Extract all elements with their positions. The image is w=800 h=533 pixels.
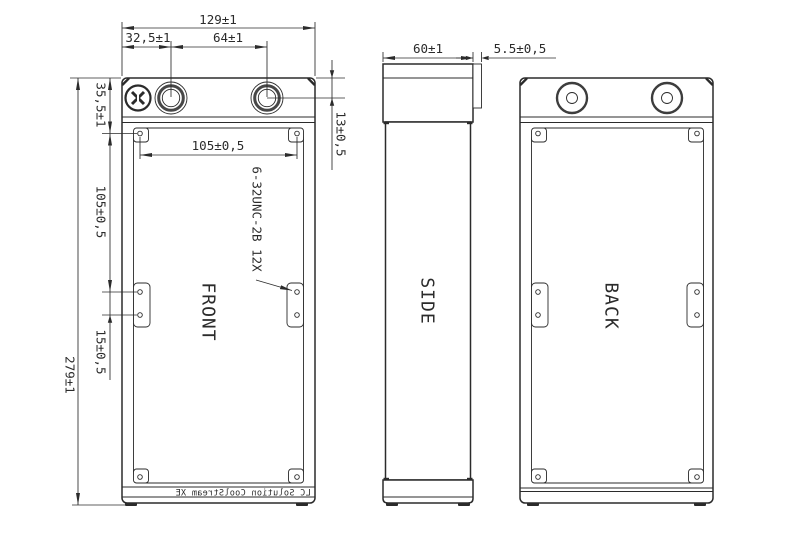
front-foot-right (296, 502, 308, 506)
side-core-body (384, 121, 472, 481)
front-view: LC Solution CoolStream XE FRONT (121, 77, 316, 506)
side-foot-left (386, 502, 398, 506)
back-notch-right (686, 282, 704, 328)
back-boss-right-hole (661, 92, 673, 104)
dim-port-spacing-text: 64±1 (213, 30, 243, 45)
back-foot-left (527, 502, 539, 506)
dim-top-to-port: 13±0,5 (329, 60, 349, 170)
dim-overall-width-text: 129±1 (199, 12, 237, 27)
dim-side-depth: 60±1 (383, 41, 473, 60)
ek-logo-circle (124, 84, 152, 112)
side-mounting-lip (472, 63, 482, 109)
dim-horizontal-screw-spacing-text: 105±0,5 (192, 138, 245, 153)
dim-middle-screw-pair-text: 15±0,5 (94, 329, 109, 374)
back-boss-right (650, 81, 684, 115)
side-bottom-tank (382, 479, 474, 504)
front-view-label: FRONT (198, 282, 219, 341)
side-top-tank (382, 63, 474, 123)
thread-callout: 6-32UNC-2B 12X (250, 166, 293, 291)
dim-port-spacing: 64±1 (171, 30, 267, 49)
dim-vertical-screw-spacing-text: 105±0,5 (94, 186, 109, 239)
back-boss-left-ring (555, 81, 589, 115)
front-outer-body (121, 77, 316, 504)
ek-logo-badge (124, 84, 152, 112)
dim-top-to-first-screw-text: 35,5±1 (94, 82, 109, 127)
back-view: BACK (519, 77, 714, 506)
dim-top-to-first-screw: 35,5±1 (94, 78, 112, 134)
front-top-right-chamfer (307, 77, 316, 86)
side-step-ticks (383, 121, 473, 481)
side-view-label: SIDE (417, 277, 438, 324)
side-foot-right (458, 502, 470, 506)
dim-mounting-lip-text: 5.5±0,5 (494, 41, 547, 56)
dim-side-depth-text: 60±1 (413, 41, 443, 56)
dim-overall-height: 279±1 (63, 78, 80, 505)
dim-top-to-port-text: 13±0,5 (334, 111, 349, 156)
front-top-left-chamfer (121, 77, 130, 86)
back-foot-right (694, 502, 706, 506)
back-notch-left (531, 282, 549, 328)
back-top-right-chamfer (705, 77, 714, 86)
dim-vertical-screw-spacing: 105±0,5 (94, 133, 112, 292)
back-top-left-chamfer (519, 77, 528, 86)
thread-callout-text: 6-32UNC-2B 12X (250, 166, 265, 272)
side-dimensions: 60±1 5.5±0,5 (382, 41, 556, 62)
front-screw-holes (137, 130, 300, 480)
back-boss-left (555, 81, 589, 115)
dim-left-port-offset-text: 32,5±1 (125, 30, 170, 45)
front-notch-left (133, 282, 151, 328)
brand-label-mirrored: LC Solution CoolStream XE (175, 489, 310, 499)
dim-overall-height-text: 279±1 (63, 356, 78, 394)
back-outer-body (519, 77, 714, 504)
dim-mounting-lip: 5.5±0,5 (456, 41, 556, 61)
front-dimensions: 129±1 32,5±1 64±1 13±0,5 35,5±1 105±0,5 … (63, 12, 349, 506)
side-view: SIDE (382, 63, 482, 506)
dim-left-port-offset: 32,5±1 (122, 30, 171, 49)
front-foot-left (125, 502, 137, 506)
dim-overall-width: 129±1 (122, 12, 315, 30)
back-screw-holes (535, 130, 700, 480)
back-boss-left-hole (566, 92, 578, 104)
back-view-label: BACK (601, 282, 622, 329)
dim-middle-screw-pair: 15±0,5 (94, 292, 113, 380)
back-boss-right-ring (650, 81, 684, 115)
dim-horizontal-screw-spacing: 105±0,5 (140, 138, 297, 157)
